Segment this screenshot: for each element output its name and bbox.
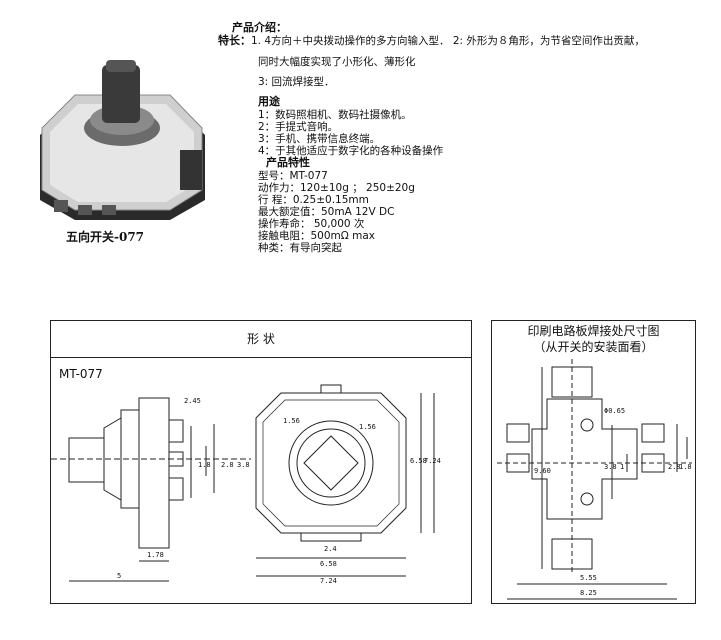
pcb-title: 印刷电路板焊接处尺寸图 （从开关的安装面看） <box>492 321 695 355</box>
pcb-title-line2: （从开关的安装面看） <box>533 340 654 354</box>
dim-label: 2.8 <box>221 461 234 469</box>
dim-label: 3.8 <box>604 463 617 471</box>
dim-label: 6.58 <box>320 560 337 568</box>
side-and-top-view <box>51 384 435 582</box>
dim-label: 7.24 <box>320 577 337 585</box>
dim-label: 2.4 <box>324 545 337 553</box>
dim-label: 7.24 <box>424 457 441 465</box>
uses-heading: 用途 <box>258 95 280 109</box>
drawing-title: 形 状 <box>51 321 471 358</box>
feature-1-cont: 同时大幅度实现了小形化、薄形化 <box>258 56 416 69</box>
dim-label: 1.78 <box>147 551 164 559</box>
dim-label: 5 <box>117 572 122 580</box>
dim-label: 1.56 <box>359 423 376 431</box>
features-label: 特长： <box>218 33 251 47</box>
dim-label: Φ0.65 <box>604 407 626 415</box>
dim-label: 1 <box>620 463 625 471</box>
dim-label: 3.8 <box>237 461 250 469</box>
dim-label: 2.8 <box>668 463 681 471</box>
spec-item: 型号：MT-077 <box>258 169 328 182</box>
use-item: 2：手提式音响。 <box>258 121 339 134</box>
pcb-footprint <box>497 359 692 600</box>
use-item: 1：数码照相机、数码社摄像机。 <box>258 109 412 122</box>
product-photo <box>40 60 205 220</box>
dim-label: 2.45 <box>184 397 201 405</box>
spec-item: 行 程：0.25±0.15mm <box>258 194 369 207</box>
shape-drawing-panel: 形 状 MT-077 <box>50 320 472 604</box>
product-info: 产品介绍： 特长：1. 4方向＋中央拨动操作的多方向输入型． 2: 外形为８角形… <box>218 21 645 255</box>
spec-item: 动作力：120±10g ； 250±20g <box>258 182 415 194</box>
pcb-title-line1: 印刷电路板焊接处尺寸图 <box>527 324 660 338</box>
dim-label: 1.8 <box>679 463 692 471</box>
model-label: MT-077 <box>59 367 103 381</box>
dim-label: 5.55 <box>580 574 597 582</box>
intro-heading: 产品介绍： <box>232 21 287 34</box>
use-item: 3：手机、携带信息终端。 <box>258 133 381 146</box>
specs-heading: 产品特性 <box>266 156 310 170</box>
dim-label: 1.56 <box>283 417 300 425</box>
spec-item: 最大额定值：50mA 12V DC <box>258 206 395 219</box>
use-item: 4：于其他适应于数字化的各种设备操作 <box>258 145 444 158</box>
spec-item: 种类：有导向突起 <box>258 242 342 255</box>
pcb-drawing-panel: 印刷电路板焊接处尺寸图 （从开关的安装面看） Φ0.65 9.60 3.8 1 … <box>491 320 696 604</box>
photo-caption: 五向开关-077 <box>66 230 145 244</box>
dim-label: 8.25 <box>580 589 597 597</box>
spec-item: 接触电阻：500mΩ max <box>258 230 376 243</box>
dim-label: 9.60 <box>534 467 551 475</box>
feature-1: 1. 4方向＋中央拨动操作的多方向输入型． 2: 外形为８角形，为节省空间作出贡… <box>251 34 645 47</box>
dim-label: 6.58 <box>410 457 427 465</box>
dim-label: 1.8 <box>198 461 211 469</box>
spec-item: 操作寿命： 50,000 次 <box>258 218 365 231</box>
feature-3: 3: 回流焊接型． <box>258 76 335 89</box>
